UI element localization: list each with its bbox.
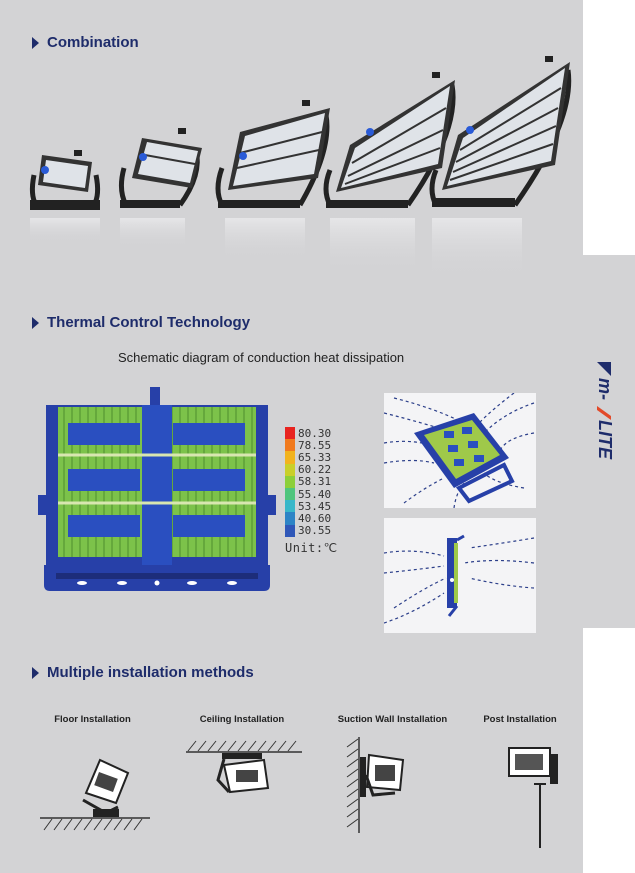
legend-swatch (285, 451, 295, 464)
legend-swatch (285, 500, 295, 513)
legend-swatch (285, 524, 295, 537)
legend-row: 30.55 (285, 524, 338, 538)
svg-text:m-: m- (595, 378, 615, 400)
legend-swatch (285, 427, 295, 440)
thermal-caption: Schematic diagram of conduction heat dis… (118, 350, 405, 365)
floodlight-6-module (429, 56, 572, 278)
legend-value: 78.55 (298, 438, 332, 452)
wall-installation-label: Suction Wall Installation (337, 714, 448, 725)
legend-value: 58.31 (298, 475, 332, 489)
legend-value: 30.55 (298, 524, 332, 538)
section-heading-installation: Multiple installation methods (32, 664, 254, 681)
combination-lights (29, 56, 572, 278)
triangle-bullet-icon (32, 666, 39, 679)
legend-row: 78.55 (285, 438, 338, 452)
floor-installation-illustration (40, 758, 150, 831)
legend-value: 55.40 (298, 487, 332, 501)
legend-swatch (285, 439, 295, 452)
legend-row: 53.45 (285, 499, 338, 513)
thermal-simulation-diagram (38, 387, 276, 591)
triangle-bullet-icon (32, 36, 39, 49)
svg-text:LITE: LITE (595, 420, 615, 460)
legend-row: 80.30 (285, 426, 338, 440)
legend-value: 65.33 (298, 450, 332, 464)
triangle-bullet-icon (32, 316, 39, 329)
legend-value: 80.30 (298, 426, 332, 440)
floodlight-3-module (118, 128, 202, 248)
ceiling-installation-label: Ceiling Installation (199, 714, 285, 725)
heading-text: Multiple installation methods (47, 664, 254, 681)
legend-swatch (285, 487, 295, 501)
post-installation-illustration (508, 747, 558, 848)
airflow-render-top (384, 393, 536, 508)
post-installation-label: Post Installation (483, 714, 557, 725)
legend-value: 60.22 (298, 463, 332, 477)
airflow-render-side (384, 518, 536, 633)
section-heading-thermal: Thermal Control Technology (32, 314, 250, 331)
legend-value: 40.60 (298, 511, 332, 525)
legend-row: 60.22 (285, 463, 338, 477)
wall-installation-illustration (346, 737, 405, 833)
ceiling-installation-illustration (186, 740, 302, 794)
floodlight-4-module (215, 100, 330, 260)
temperature-legend: 80.30 78.55 65.33 60.22 58.31 55.40 53.4… (285, 427, 338, 555)
legend-value: 53.45 (298, 499, 332, 513)
floodlight-5-module (323, 72, 456, 273)
side-tab (583, 255, 635, 628)
legend-swatch (285, 512, 295, 525)
heading-text: Thermal Control Technology (47, 314, 251, 331)
legend-unit: Unit:℃ (285, 540, 338, 555)
m-lite-logo: m- LITE (595, 362, 615, 460)
legend-row: 65.33 (285, 450, 338, 464)
legend-row: 40.60 (285, 511, 338, 525)
legend-row: 55.40 (285, 487, 338, 501)
floodlight-2-module (29, 150, 101, 243)
floor-installation-label: Floor Installation (54, 714, 131, 725)
legend-swatch (285, 475, 295, 488)
section-heading-combination: Combination (32, 34, 139, 51)
heading-text: Combination (47, 34, 139, 51)
legend-row: 58.31 (285, 475, 338, 489)
legend-swatch (285, 463, 295, 476)
